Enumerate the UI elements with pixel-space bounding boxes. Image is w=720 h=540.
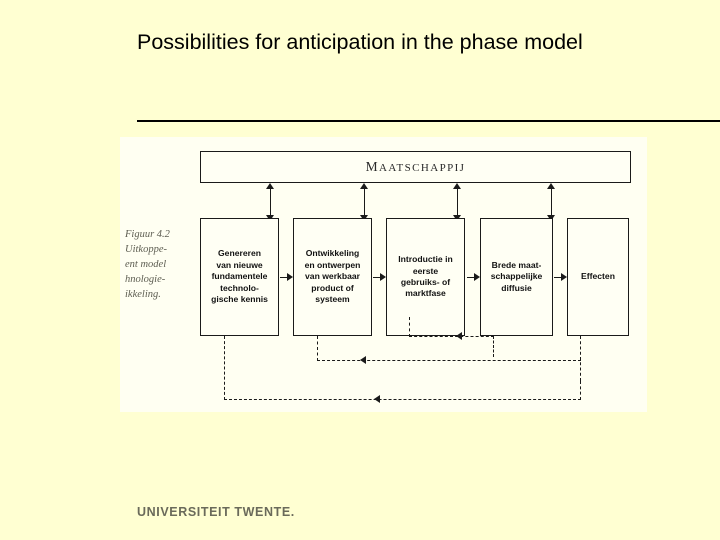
arrow-head-up-icon bbox=[266, 183, 274, 189]
phase-box-2: Ontwikkeling en ontwerpen van werkbaar p… bbox=[293, 218, 372, 336]
figure-caption-line-2: Uitkoppe- bbox=[125, 244, 167, 255]
feedback-loop-3-arrow-head-icon bbox=[374, 395, 380, 403]
feedback-loop-1-horizontal bbox=[409, 336, 494, 337]
figure-caption-line-4: hnologie- bbox=[125, 274, 166, 285]
feedback-loop-2-up bbox=[317, 336, 318, 361]
phase-boxes-row: Genereren van nieuwe fundamentele techno… bbox=[200, 218, 629, 336]
arrow-head-right-icon bbox=[287, 273, 293, 281]
society-label-initial: M bbox=[365, 159, 380, 174]
feedback-loop-1-arrow-head-icon bbox=[456, 332, 462, 340]
feedback-loop-1-up bbox=[409, 317, 410, 337]
arrow-stem bbox=[270, 188, 272, 215]
arrow-head-up-icon bbox=[453, 183, 461, 189]
arrow-stem bbox=[280, 276, 288, 278]
society-arrow-3 bbox=[453, 183, 462, 221]
arrow-head-right-icon bbox=[380, 273, 386, 281]
feedback-loop-1-down bbox=[493, 336, 494, 357]
society-arrow-4 bbox=[547, 183, 556, 221]
phase-box-3-label: Introductie in eerste gebruiks- of markt… bbox=[398, 254, 453, 299]
page-title: Possibilities for anticipation in the ph… bbox=[137, 30, 583, 54]
feedback-loop-2-down bbox=[580, 336, 581, 381]
phase-box-4-label: Brede maat- schappelijke diffusie bbox=[490, 259, 543, 293]
figure-caption: Figuur 4.2 Uitkoppe- ent model hnologie-… bbox=[125, 227, 187, 302]
feedback-loop-2-horizontal bbox=[317, 360, 581, 361]
flow-arrow-2 bbox=[373, 273, 386, 282]
university-logo: UNIVERSITEIT TWENTE. bbox=[137, 505, 295, 519]
society-label-rest: AATSCHAPPIJ bbox=[379, 162, 466, 174]
flow-arrow-4 bbox=[554, 273, 567, 282]
society-arrow-2 bbox=[360, 183, 369, 221]
flow-arrow-1 bbox=[280, 273, 293, 282]
feedback-loop-3-down bbox=[580, 381, 581, 400]
title-divider bbox=[137, 120, 720, 122]
arrow-head-up-icon bbox=[360, 183, 368, 189]
phase-box-3: Introductie in eerste gebruiks- of markt… bbox=[386, 218, 465, 336]
feedback-loop-3-horizontal bbox=[224, 399, 581, 400]
feedback-loop-3-up bbox=[224, 336, 225, 400]
figure-caption-line-1: Figuur 4.2 bbox=[125, 229, 170, 240]
society-label: MAATSCHAPPIJ bbox=[366, 159, 466, 175]
arrow-head-up-icon bbox=[547, 183, 555, 189]
arrow-stem bbox=[551, 188, 553, 215]
phase-box-2-label: Ontwikkeling en ontwerpen van werkbaar p… bbox=[304, 248, 361, 305]
phase-box-1: Genereren van nieuwe fundamentele techno… bbox=[200, 218, 279, 336]
flow-arrow-3 bbox=[467, 273, 480, 282]
society-arrow-1 bbox=[266, 183, 275, 221]
phase-box-5-label: Effecten bbox=[581, 271, 615, 282]
arrow-stem bbox=[364, 188, 366, 215]
arrow-stem bbox=[373, 276, 381, 278]
arrow-head-right-icon bbox=[561, 273, 567, 281]
arrow-stem bbox=[554, 276, 562, 278]
phase-box-1-label: Genereren van nieuwe fundamentele techno… bbox=[211, 248, 268, 305]
arrow-stem bbox=[457, 188, 459, 215]
phase-box-5: Effecten bbox=[567, 218, 629, 336]
arrow-stem bbox=[467, 276, 475, 278]
arrow-head-right-icon bbox=[474, 273, 480, 281]
phase-box-4: Brede maat- schappelijke diffusie bbox=[480, 218, 553, 336]
phase-model-figure: Figuur 4.2 Uitkoppe- ent model hnologie-… bbox=[120, 137, 647, 412]
feedback-loop-2-arrow-head-icon bbox=[360, 356, 366, 364]
society-box: MAATSCHAPPIJ bbox=[200, 151, 631, 183]
figure-caption-line-3: ent model bbox=[125, 259, 167, 270]
figure-caption-line-5: ikkeling. bbox=[125, 289, 161, 300]
